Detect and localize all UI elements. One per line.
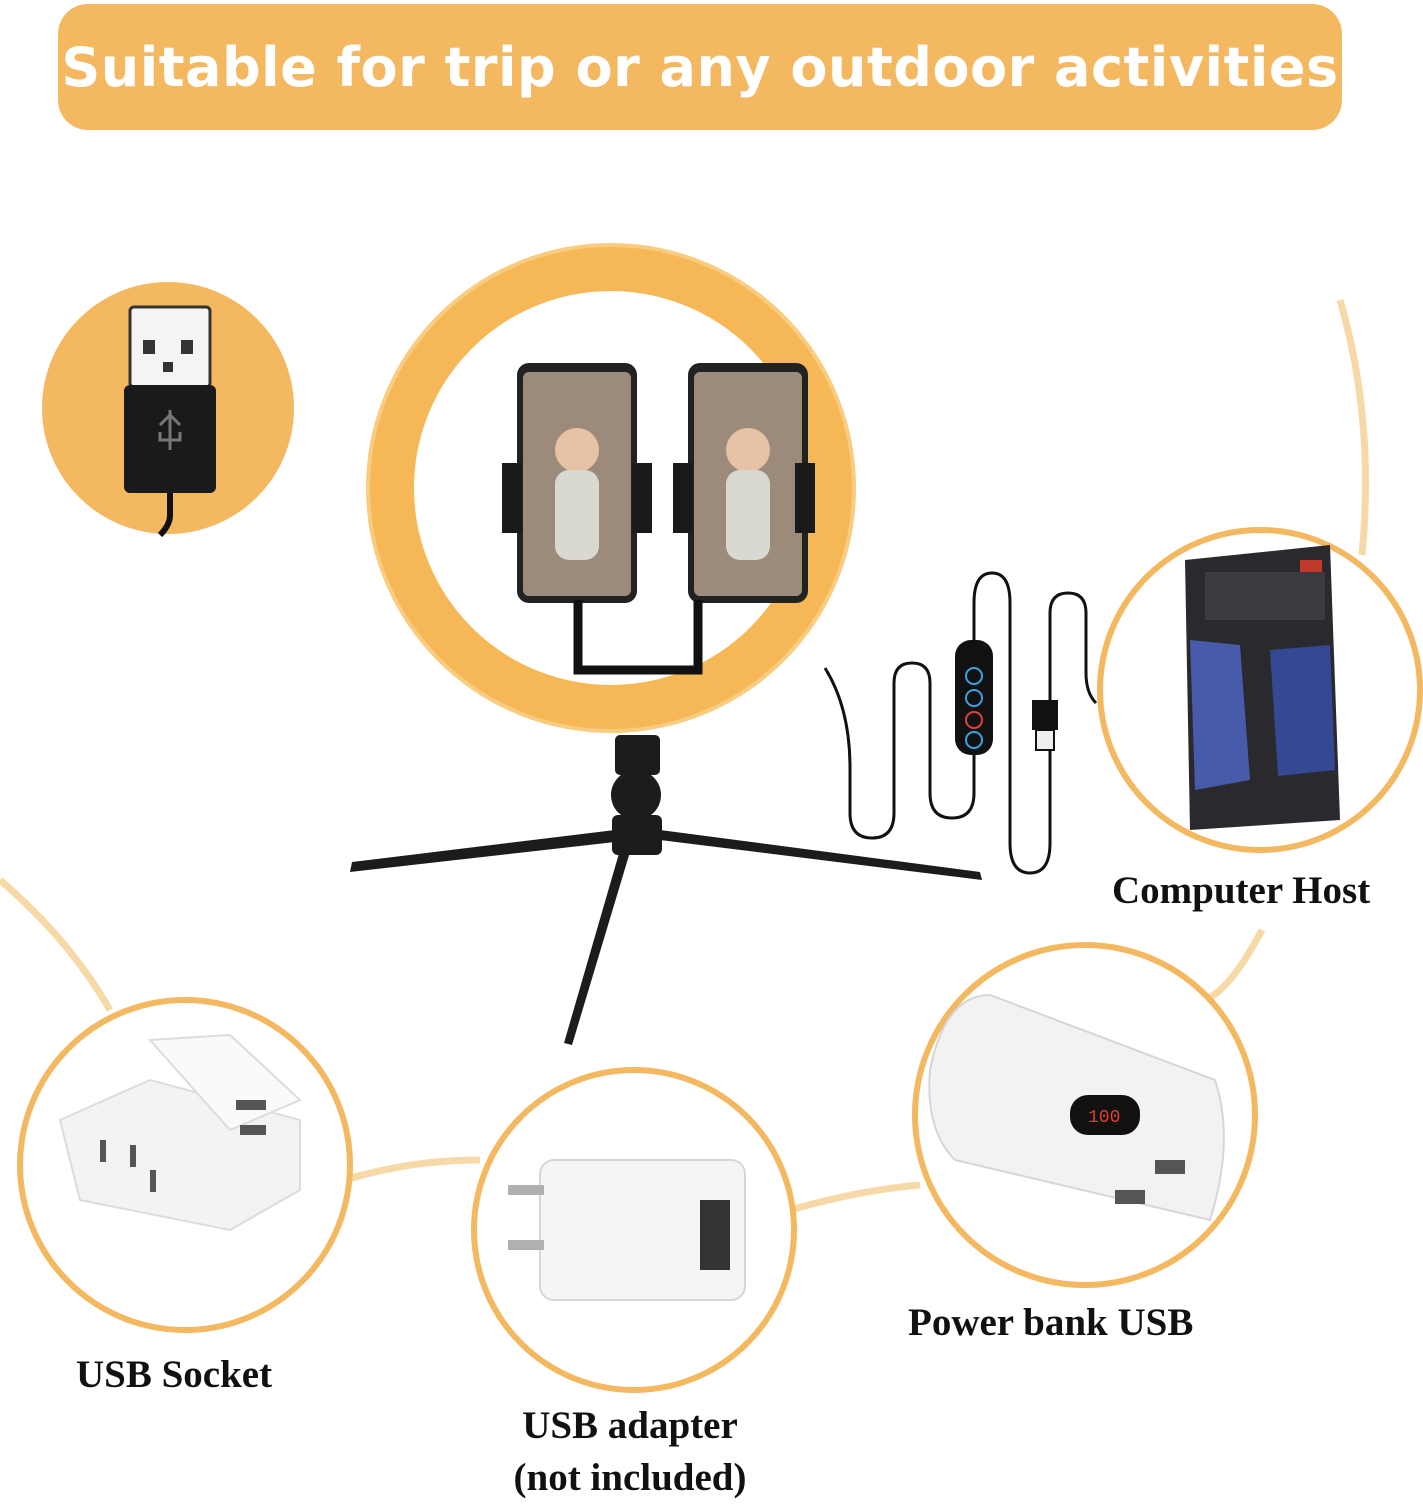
caption-usb-adapter-line2: (not included) bbox=[513, 1456, 747, 1499]
caption-usb-adapter-line1: USB adapter bbox=[522, 1404, 738, 1447]
caption-power-bank: Power bank USB bbox=[908, 1301, 1194, 1344]
connector-lines bbox=[0, 299, 1369, 1214]
phone-icon bbox=[673, 363, 815, 603]
phone-icon bbox=[502, 363, 652, 603]
power-bank-icon: 100 bbox=[912, 942, 1258, 1288]
svg-text:100: 100 bbox=[1088, 1108, 1120, 1128]
socket-icon bbox=[17, 997, 353, 1333]
caption-usb-adapter: USB adapter (not included) bbox=[480, 1400, 780, 1504]
headline-text: Suitable for trip or any outdoor activit… bbox=[61, 35, 1339, 99]
phone-holder-arms bbox=[573, 600, 703, 675]
usb-adapter-icon bbox=[471, 1067, 797, 1393]
usb-plug-icon bbox=[42, 282, 294, 538]
caption-usb-socket: USB Socket bbox=[76, 1353, 273, 1396]
caption-computer-host: Computer Host bbox=[1112, 869, 1371, 912]
computer-tower-icon bbox=[1097, 527, 1423, 853]
tripod-icon bbox=[350, 735, 982, 1045]
controller-icon bbox=[955, 640, 1058, 755]
cable bbox=[823, 571, 1098, 875]
headline-banner: Suitable for trip or any outdoor activit… bbox=[58, 4, 1342, 130]
